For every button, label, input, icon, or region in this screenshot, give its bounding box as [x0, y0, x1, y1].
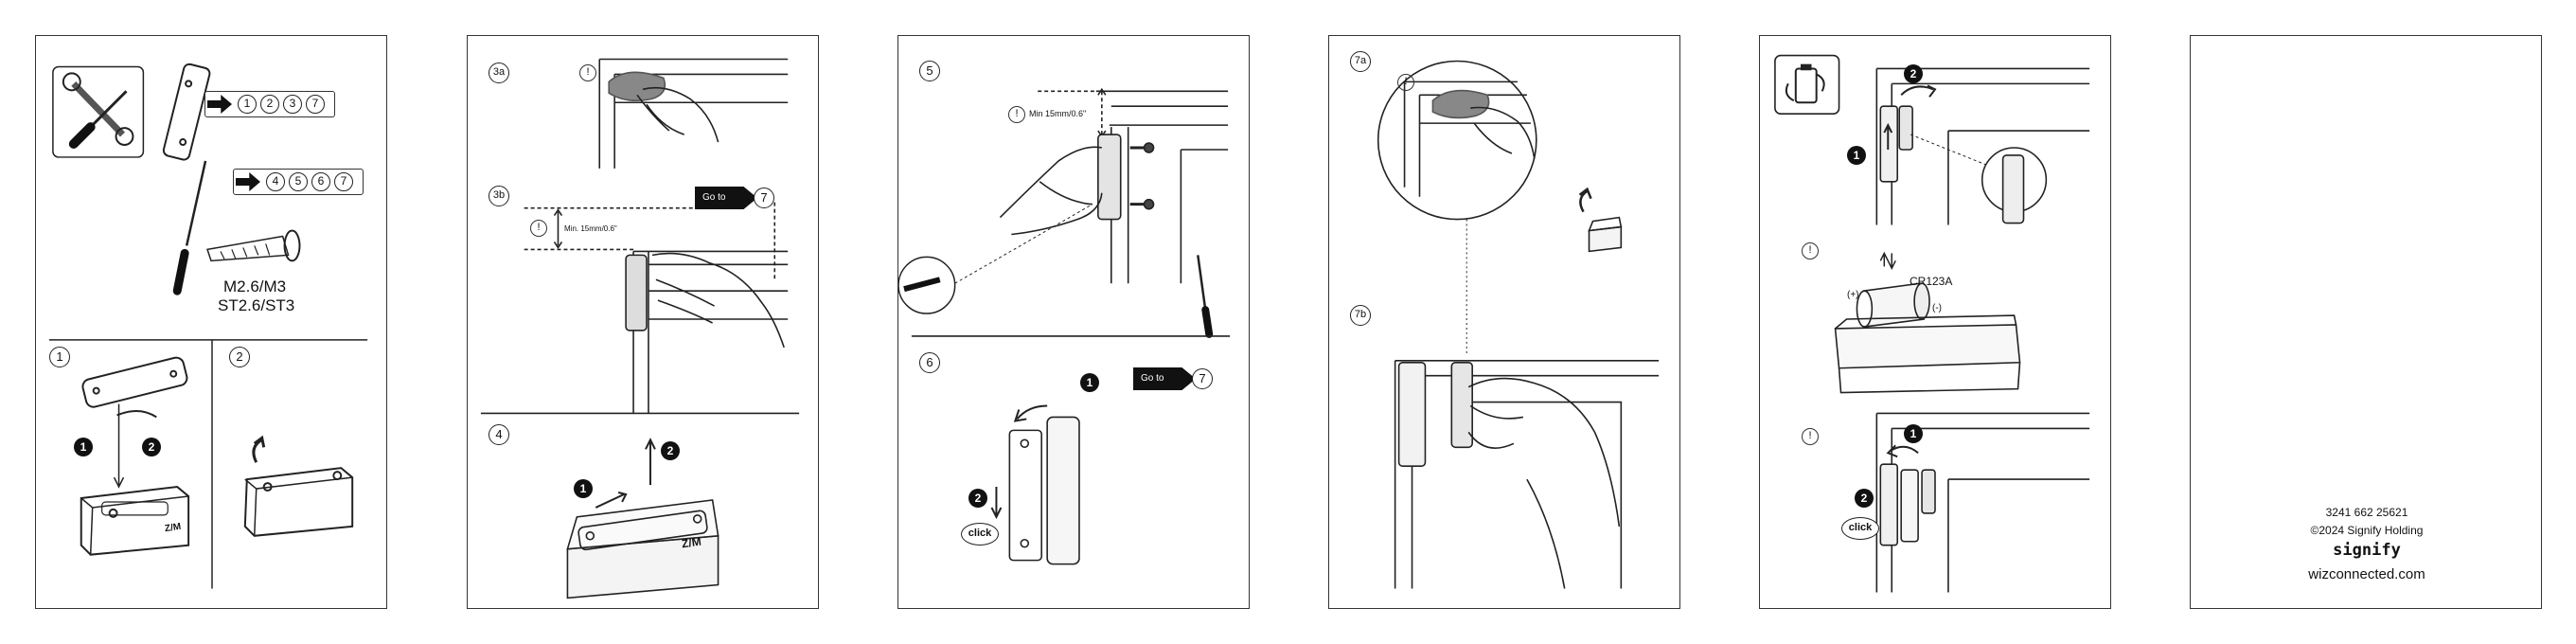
step-number: 7a: [1350, 51, 1371, 72]
click-callout: click: [961, 523, 999, 546]
caution-icon: !: [530, 220, 547, 237]
goto-step-number: 7: [1192, 368, 1213, 389]
panel-tools-and-steps-1-2: 1 2 3 7 4 5 6 7 M2.6/M3 ST2.6/ST3 1 2 1 …: [35, 35, 387, 609]
step-number: 3a: [489, 63, 509, 83]
caution-icon: !: [1802, 242, 1819, 259]
step-number: 4: [489, 424, 509, 445]
goto-step-number: 7: [754, 188, 774, 208]
step-number: 7b: [1350, 305, 1371, 326]
sub-step-dot: 1: [1080, 373, 1099, 392]
step-number: 5: [919, 61, 940, 81]
click-callout: click: [1841, 517, 1879, 540]
panel-back-cover: 3241 662 25621 ©2024 Signify Holding sig…: [2190, 35, 2542, 609]
sequence-box-b: 4 5 6 7: [233, 169, 364, 195]
panel-steps-5-6: 5 ! Min 15mm/0.6" 6 Go to 7 1 2 click: [897, 35, 1250, 609]
step-number: 1: [49, 347, 70, 367]
sub-step-dot: 1: [1904, 424, 1923, 443]
caution-icon: !: [1802, 428, 1819, 445]
panel4-drawing: [1329, 36, 1679, 608]
panel-battery-replacement: 1 2 ! CR123A (+) (-) ! 1 2 click: [1759, 35, 2111, 609]
panel2-drawing: [468, 36, 818, 608]
sub-step-dot: 1: [1847, 146, 1866, 165]
arrow-right-icon: [236, 172, 260, 191]
screw-spec-1: M2.6/M3: [223, 277, 286, 296]
sub-step-dot: 2: [661, 441, 680, 460]
caution-icon: !: [1397, 74, 1414, 91]
panel-step-7: 7a ! 7b: [1328, 35, 1680, 609]
sub-step-dot: 2: [968, 489, 987, 508]
sequence-step: 1: [238, 95, 257, 114]
step-number: 2: [229, 347, 250, 367]
website-url: wizconnected.com: [2191, 566, 2543, 582]
min-distance-label: Min. 15mm/0.6": [564, 224, 617, 233]
step-number: 3b: [489, 186, 509, 206]
step-number: 6: [919, 352, 940, 373]
panel1-drawing: [36, 36, 386, 608]
battery-minus-label: (-): [1932, 303, 1942, 313]
sequence-step: 7: [306, 95, 325, 114]
sub-step-dot: 2: [1904, 64, 1923, 83]
sub-step-dot: 2: [1855, 489, 1874, 508]
sequence-step: 3: [283, 95, 302, 114]
battery-plus-label: (+): [1847, 290, 1859, 300]
brand-mark: Z/M: [681, 535, 702, 551]
sub-step-dot: 1: [74, 438, 93, 456]
sub-step-dot: 1: [574, 479, 593, 498]
panel-steps-3-4: 3a ! 3b ! Min. 15mm/0.6" Go to 7 4 1 2 Z…: [467, 35, 819, 609]
caution-icon: !: [579, 64, 596, 81]
panel3-drawing: [898, 36, 1249, 608]
battery-model: CR123A: [1910, 275, 1952, 288]
document-number: 3241 662 25621: [2191, 506, 2543, 519]
screw-spec-2: ST2.6/ST3: [218, 296, 294, 315]
arrow-right-icon: [207, 95, 232, 114]
caution-icon: !: [1008, 106, 1025, 123]
min-distance-label: Min 15mm/0.6": [1029, 109, 1086, 118]
sequence-step: 7: [334, 172, 353, 191]
sequence-box-a: 1 2 3 7: [204, 91, 335, 117]
sub-step-dot: 2: [142, 438, 161, 456]
copyright-text: ©2024 Signify Holding: [2191, 524, 2543, 537]
sequence-step: 4: [266, 172, 285, 191]
sequence-step: 5: [289, 172, 308, 191]
sequence-step: 6: [311, 172, 330, 191]
panel5-drawing: [1760, 36, 2110, 608]
signify-logo: signify: [2191, 541, 2543, 560]
sequence-step: 2: [260, 95, 279, 114]
